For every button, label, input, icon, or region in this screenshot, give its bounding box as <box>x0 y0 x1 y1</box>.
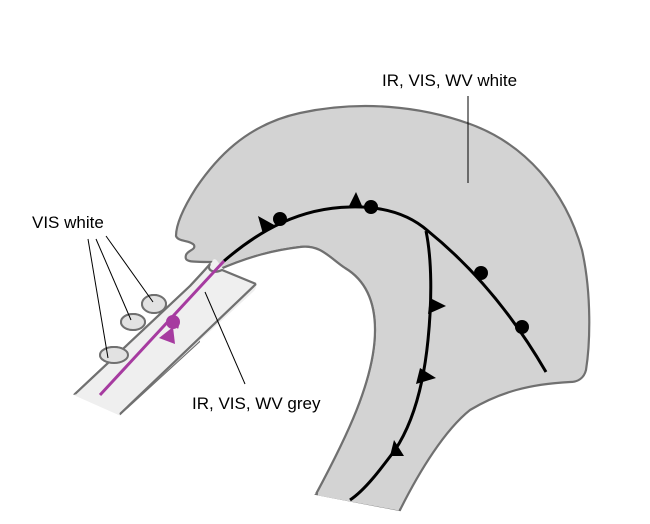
label-main-cloud: IR, VIS, WV white <box>382 71 517 90</box>
leader-line-cell <box>87 238 109 359</box>
front-semicircle-symbol <box>364 200 378 214</box>
convective-cell-top <box>141 294 167 314</box>
stationary-front-line <box>98 259 226 397</box>
band-tip-edge <box>207 263 257 286</box>
cold-band-open-end <box>317 492 400 511</box>
front-triangle-symbol <box>390 440 404 456</box>
leader-line-cell <box>105 235 154 303</box>
front-triangle-symbol <box>258 216 276 234</box>
convective-cell-top <box>99 346 129 364</box>
front-semicircle-symbol <box>474 266 488 280</box>
front-triangle-symbol <box>428 298 446 314</box>
label-cells: VIS white <box>32 213 104 232</box>
leader-line-cell <box>95 238 132 321</box>
leader-line-grey-band <box>204 291 246 385</box>
cold-front-line <box>349 230 433 502</box>
front-triangle-symbol <box>348 192 363 208</box>
convective-cell-top <box>120 313 146 331</box>
front-semicircle-symbol <box>273 212 287 226</box>
stationary-front-triangle <box>159 327 175 344</box>
front-semicircle-symbol <box>515 320 529 334</box>
arch-inner-gap <box>200 246 375 494</box>
front-triangle-symbol <box>416 368 436 384</box>
band-edge-lower <box>119 283 257 415</box>
stationary-front-semicircle-dot <box>166 315 180 329</box>
arch-inner-edge <box>217 245 377 495</box>
label-grey-band: IR, VIS, WV grey <box>192 394 321 413</box>
